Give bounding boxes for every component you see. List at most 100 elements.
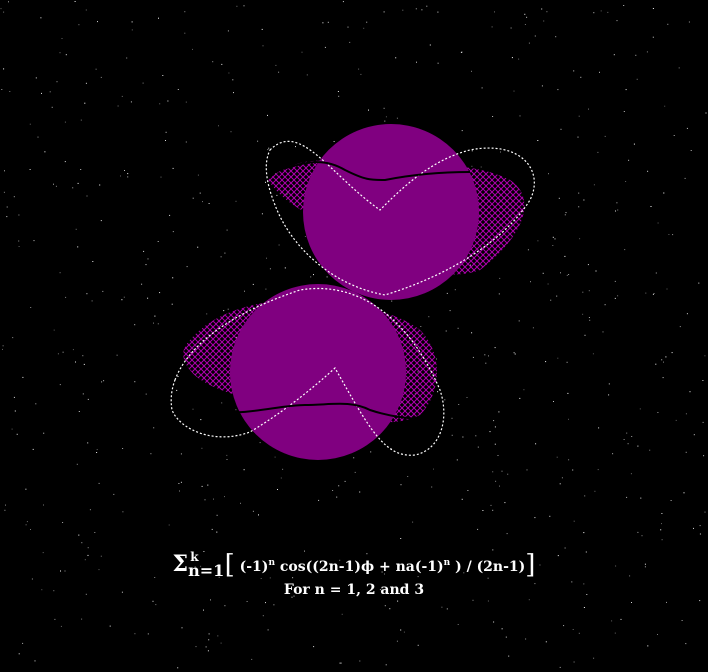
star (275, 64, 277, 66)
star (199, 192, 201, 194)
formula-part-2: cos((2n-1)ϕ + na(-1) (274, 559, 444, 575)
star (559, 483, 561, 485)
star (458, 404, 460, 405)
star (698, 282, 700, 284)
star (579, 238, 581, 240)
star (583, 583, 585, 585)
star (625, 89, 627, 91)
star (560, 128, 562, 130)
star (623, 111, 625, 112)
star (523, 389, 525, 391)
star (3, 68, 5, 70)
star (558, 197, 560, 199)
star (546, 11, 548, 13)
star (684, 177, 686, 179)
star (280, 477, 282, 479)
star (492, 509, 494, 511)
star (197, 174, 199, 176)
star (213, 498, 214, 500)
star (668, 234, 670, 235)
star (82, 393, 84, 395)
star (172, 231, 174, 233)
star (617, 209, 619, 211)
star (201, 447, 203, 449)
star (602, 331, 604, 333)
formula-exponent-1: n (268, 558, 275, 568)
star (31, 578, 33, 580)
star (177, 667, 179, 669)
star (268, 147, 270, 149)
star (33, 240, 35, 242)
star (472, 356, 474, 358)
star (518, 320, 520, 322)
star (3, 191, 5, 193)
star (593, 184, 595, 186)
star (585, 551, 587, 553)
star (547, 283, 549, 285)
star (505, 636, 507, 638)
star (98, 482, 100, 484)
star (265, 288, 267, 290)
star (131, 21, 133, 23)
star (278, 244, 280, 246)
star (92, 261, 94, 262)
star (336, 496, 338, 498)
star (688, 21, 690, 23)
star (578, 192, 580, 194)
star (421, 9, 423, 11)
star (487, 600, 489, 602)
star (472, 599, 474, 601)
star (545, 361, 547, 363)
star (226, 229, 228, 231)
star (645, 292, 647, 294)
star (594, 490, 596, 492)
star (227, 30, 229, 32)
star (168, 524, 170, 526)
star (160, 176, 162, 178)
star (147, 297, 149, 299)
lower-dashed-curve (170, 288, 445, 456)
star (180, 453, 182, 455)
star (277, 489, 278, 490)
star (366, 553, 368, 555)
star (513, 352, 515, 354)
star (85, 82, 87, 84)
star (95, 68, 97, 70)
star (12, 337, 14, 339)
star (702, 380, 704, 381)
star (18, 653, 20, 655)
star (604, 304, 606, 306)
star (208, 639, 210, 641)
star (113, 493, 115, 495)
star (555, 36, 557, 38)
star (75, 228, 77, 230)
star (693, 527, 694, 529)
star (572, 469, 574, 471)
star (491, 26, 493, 28)
star (384, 605, 386, 607)
star (556, 295, 558, 297)
formula-part-1: (-1) (234, 559, 269, 575)
star (511, 57, 513, 59)
star (644, 566, 646, 568)
star (200, 419, 202, 421)
star (535, 443, 537, 445)
star (666, 601, 667, 603)
star (41, 589, 43, 591)
star (446, 562, 448, 564)
star (13, 196, 15, 198)
star (103, 380, 105, 382)
star (679, 326, 681, 328)
star (385, 116, 387, 118)
star (121, 591, 123, 593)
star (120, 175, 121, 177)
star (59, 272, 61, 274)
star (94, 532, 96, 533)
star (389, 608, 391, 610)
star (262, 615, 264, 617)
star (341, 613, 343, 615)
star (37, 136, 39, 138)
star (407, 476, 409, 477)
star (342, 1, 344, 3)
star (318, 499, 320, 501)
